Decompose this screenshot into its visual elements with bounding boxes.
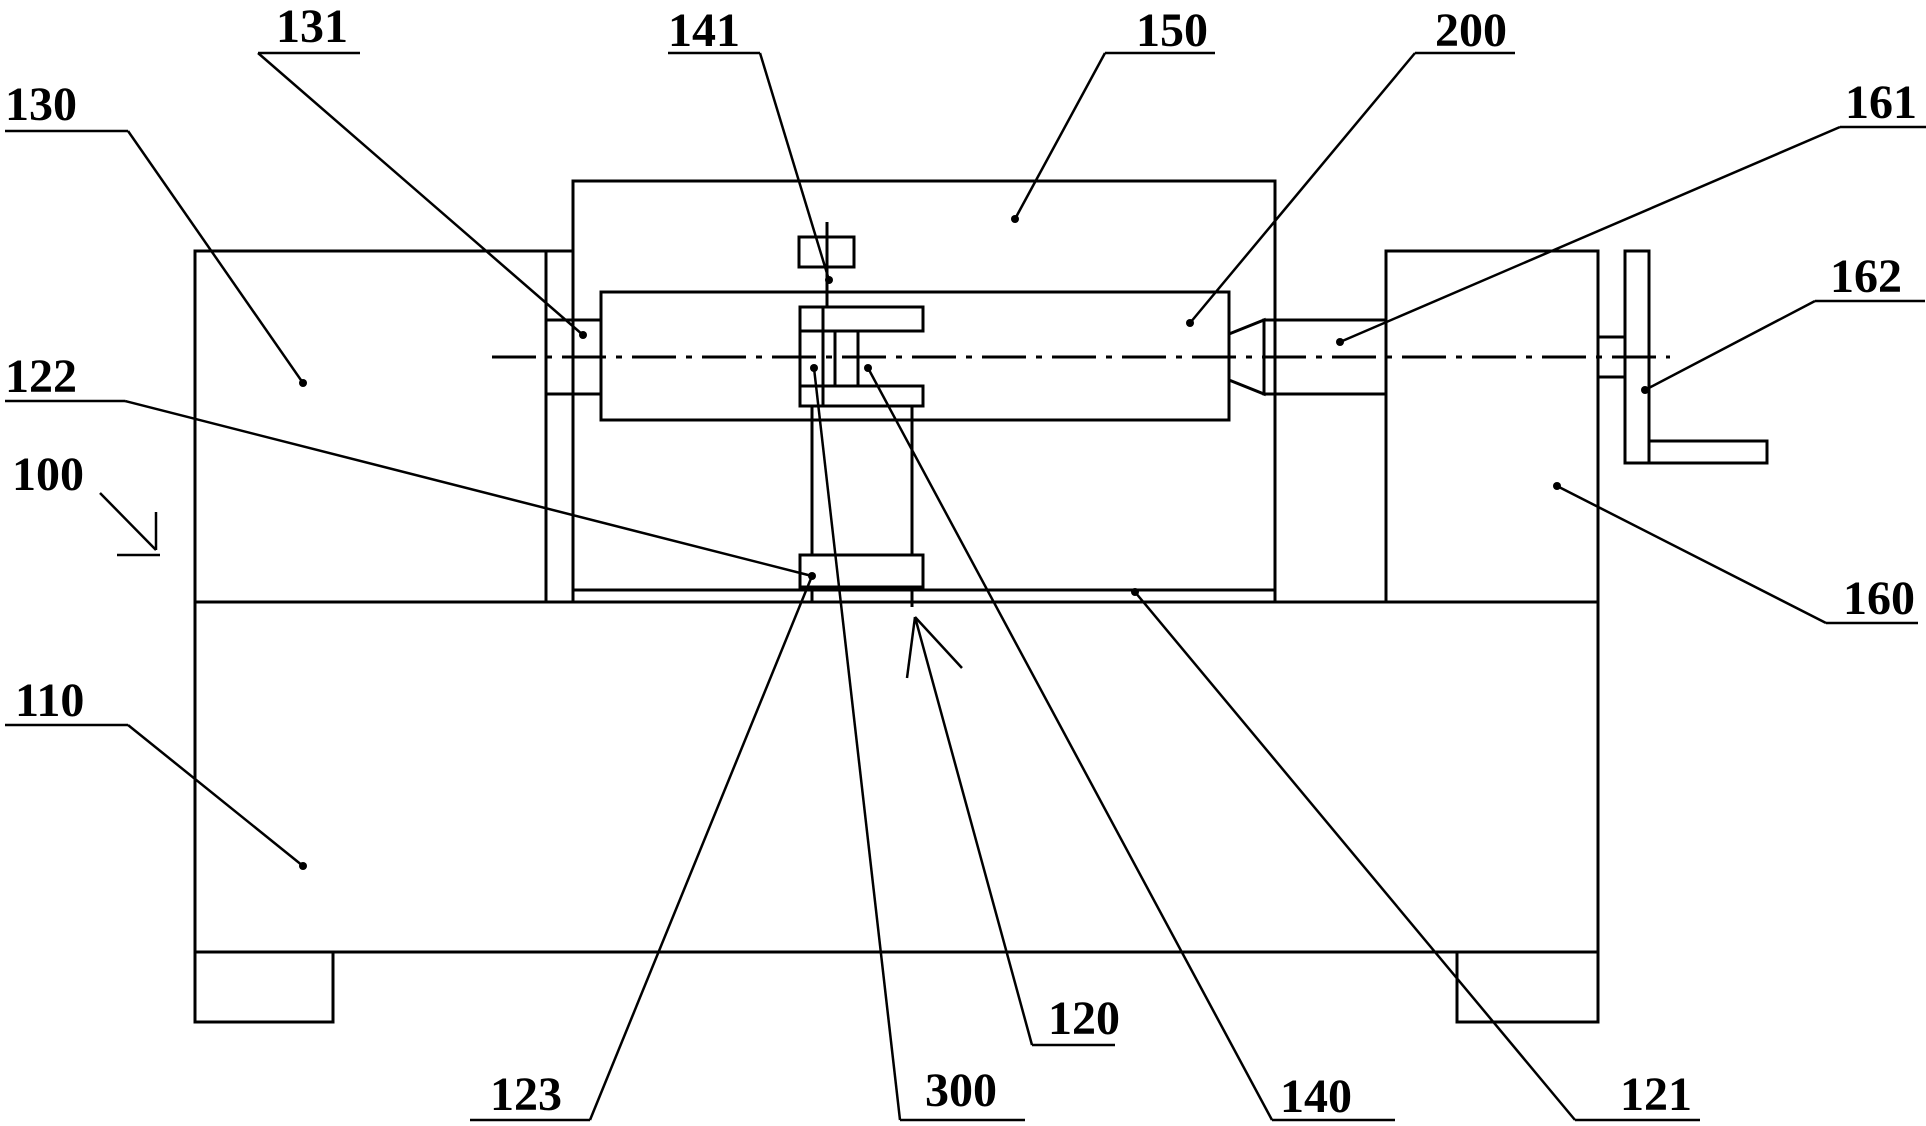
probe <box>797 222 856 307</box>
label-120: 120 <box>1048 992 1120 1045</box>
right-foot <box>1455 950 1600 1024</box>
label-161: 161 <box>1845 76 1917 129</box>
label-122: 122 <box>5 350 77 403</box>
left-foot <box>193 950 335 1024</box>
label-100: 100 <box>12 448 84 501</box>
measuring-bracket <box>798 305 925 607</box>
label-141: 141 <box>668 4 740 57</box>
label-121: 121 <box>1620 1068 1692 1121</box>
label-300: 300 <box>925 1064 997 1117</box>
label-123: 123 <box>490 1068 562 1121</box>
right-tailstock <box>1384 249 1600 604</box>
label-131: 131 <box>276 0 348 53</box>
label-140: 140 <box>1280 1070 1352 1123</box>
label-162: 162 <box>1830 250 1902 303</box>
label-110: 110 <box>15 674 84 727</box>
back-plate <box>544 179 1277 604</box>
leader-lines <box>5 51 1926 1122</box>
left-support-column <box>544 249 575 604</box>
base-body <box>193 600 1600 1024</box>
label-200: 200 <box>1435 4 1507 57</box>
label-150: 150 <box>1136 4 1208 57</box>
label-130: 130 <box>5 78 77 131</box>
leader-dots <box>299 215 1649 870</box>
reference-numerals: 130 131 141 150 200 161 162 122 100 160 … <box>5 0 1917 1123</box>
label-160: 160 <box>1843 572 1915 625</box>
